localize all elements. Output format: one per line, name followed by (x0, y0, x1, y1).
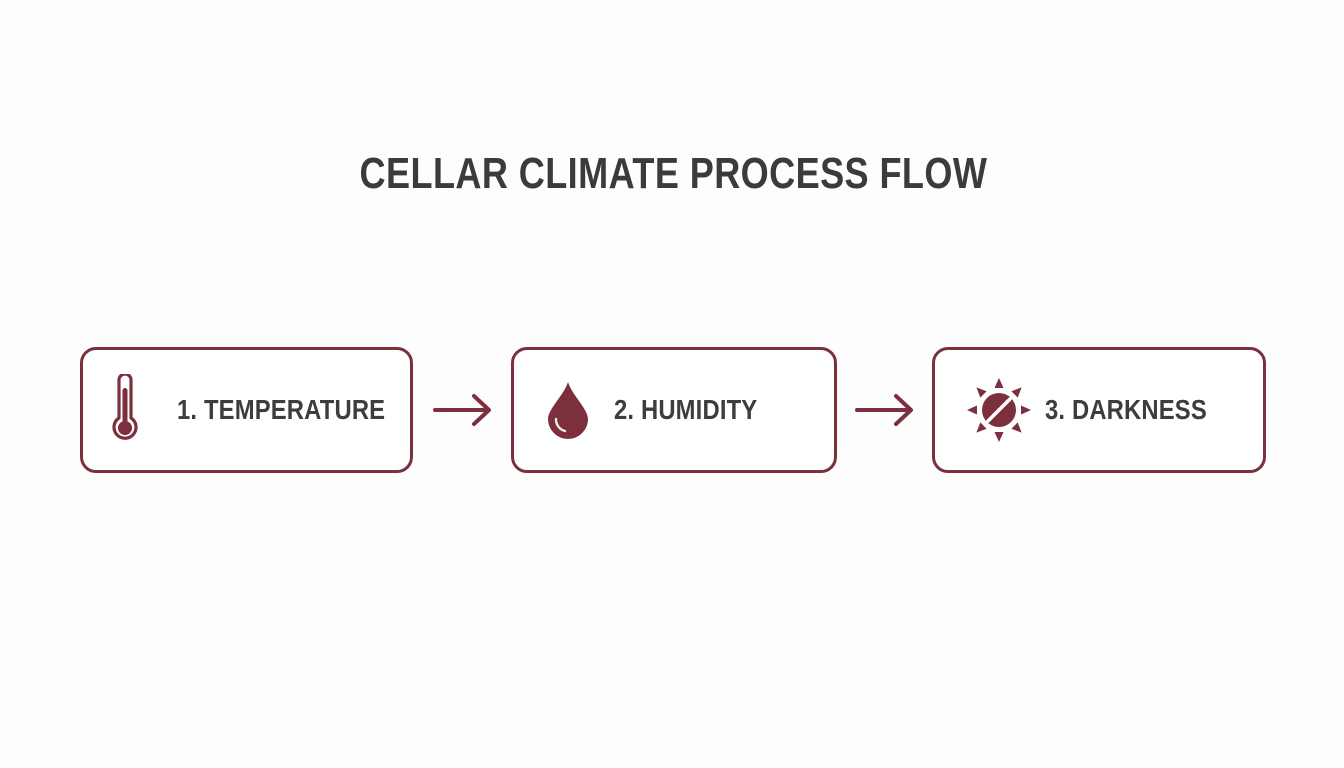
step-label: 3. DARKNESS (1045, 394, 1207, 425)
process-step-darkness: 3. DARKNESS (932, 347, 1266, 473)
no-sun-icon (965, 376, 1033, 444)
arrow-right-icon (433, 394, 491, 426)
thermometer-icon (109, 374, 141, 446)
step-label: 2. HUMIDITY (614, 394, 758, 425)
diagram-title: CELLAR CLIMATE PROCESS FLOW (359, 149, 988, 198)
water-drop-icon (544, 379, 592, 441)
step-label: 1. TEMPERATURE (177, 394, 386, 425)
arrow-right-icon (855, 394, 913, 426)
process-step-temperature: 1. TEMPERATURE (80, 347, 413, 473)
process-step-humidity: 2. HUMIDITY (511, 347, 837, 473)
